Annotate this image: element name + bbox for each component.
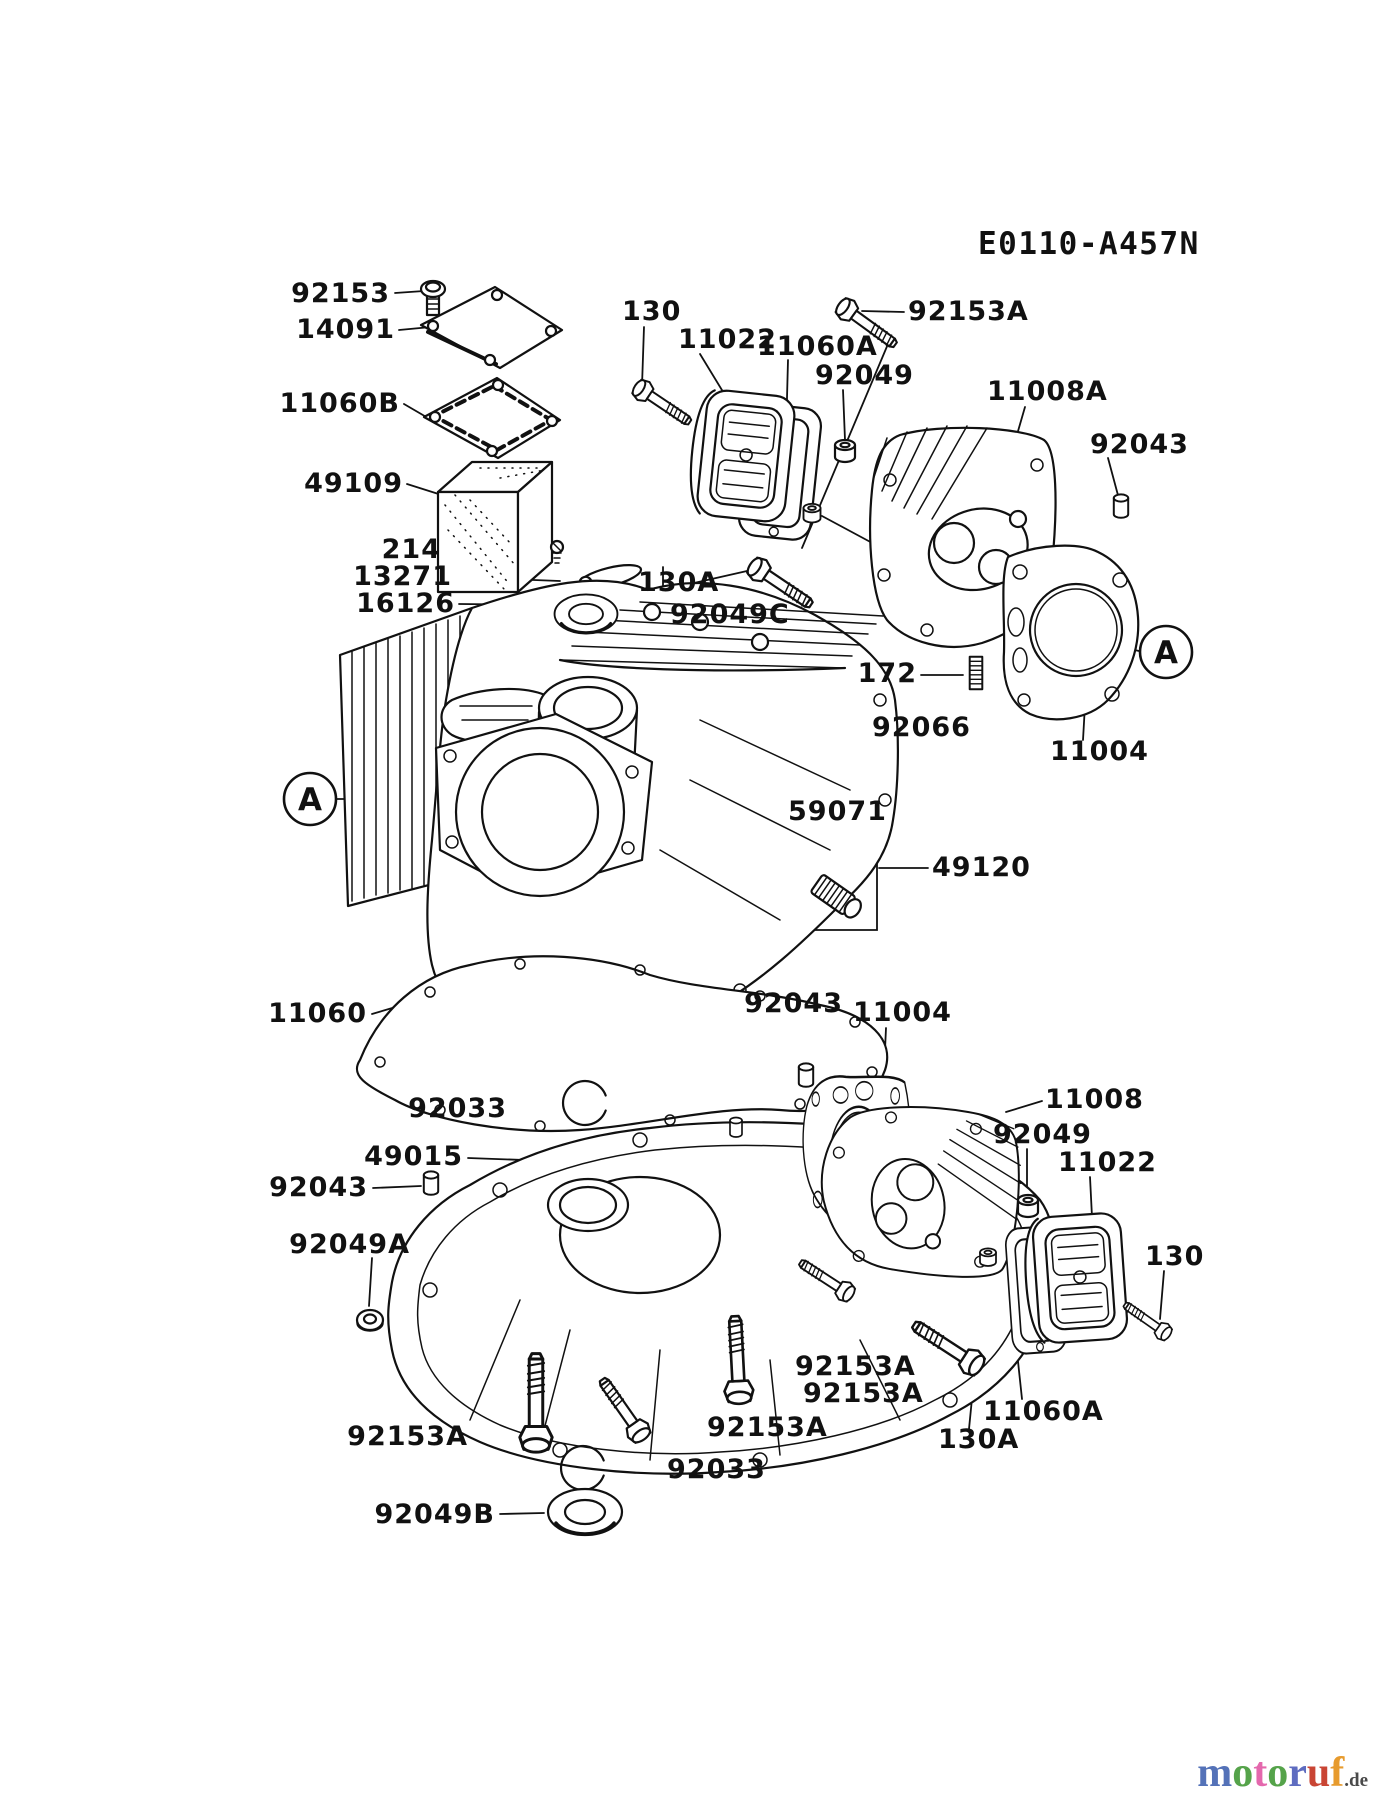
part-label-92153A: 92153A — [803, 1378, 924, 1409]
part-label-16126: 16126 — [356, 588, 455, 619]
muffler-cover-11022-bottom — [1020, 1210, 1130, 1346]
part-label-92049A: 92049A — [289, 1229, 410, 1260]
part-label-214: 214 — [382, 534, 441, 565]
reference-callout-A: A — [1138, 624, 1194, 680]
part-label-11060B: 11060B — [279, 388, 400, 419]
motoruf-logo: motoruf — [1197, 1750, 1345, 1796]
muffler-cover-11022-top — [684, 386, 798, 525]
dowel-pin-92043-bottom — [797, 1062, 815, 1088]
motoruf-watermark-link[interactable]: motoruf.de — [1197, 1752, 1368, 1794]
grommet-92049A — [355, 1308, 385, 1332]
crankcase-gasket-11060 — [355, 955, 889, 1133]
seal-92049-bottom — [1016, 1193, 1040, 1219]
flange-bolt-92153 — [419, 279, 447, 317]
part-label-11022: 11022 — [678, 324, 777, 355]
part-label-92049: 92049 — [815, 360, 914, 391]
cover-gasket-11060B — [422, 376, 562, 460]
seal-small-bottom — [979, 1247, 997, 1267]
part-label-11060A: 11060A — [983, 1396, 1104, 1427]
part-label-49109: 49109 — [304, 468, 403, 499]
reference-callouts-layer: AA — [282, 624, 1194, 827]
part-label-92153A: 92153A — [908, 296, 1029, 327]
part-label-11008A: 11008A — [987, 376, 1108, 407]
head-gasket-11004-top — [1002, 544, 1140, 721]
motoruf-logo-suffix: .de — [1344, 1770, 1368, 1791]
stud-172 — [968, 655, 984, 691]
part-label-92049: 92049 — [993, 1119, 1092, 1150]
part-label-130: 130 — [622, 296, 681, 327]
part-label-92153A: 92153A — [795, 1351, 916, 1382]
reference-callout-A: A — [282, 771, 338, 827]
valve-cover-plate-14091 — [419, 285, 564, 370]
part-label-92049C: 92049C — [670, 599, 790, 630]
dowel-pin-on-pan — [729, 1116, 743, 1138]
part-label-92153A: 92153A — [707, 1412, 828, 1443]
oil-seal-92049C — [553, 593, 619, 635]
screw-214 — [549, 539, 565, 564]
part-label-92049B: 92049B — [374, 1499, 495, 1530]
part-label-92043: 92043 — [1090, 429, 1189, 460]
seal-92049-top — [833, 438, 857, 464]
part-label-11060: 11060 — [268, 998, 367, 1029]
part-label-130A: 130A — [938, 1424, 1019, 1455]
part-label-11004: 11004 — [1050, 736, 1149, 767]
part-label-11008: 11008 — [1045, 1084, 1144, 1115]
part-label-130: 130 — [1145, 1241, 1204, 1272]
part-label-11060A: 11060A — [757, 331, 878, 362]
element-block-49109 — [436, 460, 554, 594]
part-label-14091: 14091 — [296, 314, 395, 345]
part-label-49120: 49120 — [932, 852, 1031, 883]
dowel-pin-92043-pan — [422, 1170, 440, 1196]
part-label-92153A: 92153A — [347, 1421, 468, 1452]
seal-92049-top2 — [802, 502, 822, 524]
part-label-13271: 13271 — [353, 561, 452, 592]
part-label-92033: 92033 — [408, 1093, 507, 1124]
svg-text:A: A — [298, 782, 322, 818]
part-label-130A: 130A — [638, 567, 719, 598]
crankcase-cylinder-drawing — [338, 579, 899, 1044]
bolt-130-top — [628, 375, 697, 433]
diagram-code-title: E0110-A457N — [978, 226, 1200, 262]
oil-seal-92049B — [546, 1487, 624, 1537]
part-label-92033: 92033 — [667, 1454, 766, 1485]
part-label-92043: 92043 — [269, 1172, 368, 1203]
part-label-172: 172 — [858, 658, 917, 689]
part-labels-layer: 921531409111060B491092141327116126130110… — [268, 278, 1204, 1530]
part-label-92153: 92153 — [291, 278, 390, 309]
dowel-pin-92043-top — [1112, 493, 1130, 519]
part-label-59071: 59071 — [788, 796, 887, 827]
svg-text:A: A — [1154, 635, 1178, 671]
part-label-11004: 11004 — [853, 997, 952, 1028]
part-label-49015: 49015 — [364, 1141, 463, 1172]
part-label-11022: 11022 — [1058, 1147, 1157, 1178]
part-label-92066: 92066 — [872, 712, 971, 743]
part-label-92043: 92043 — [744, 988, 843, 1019]
